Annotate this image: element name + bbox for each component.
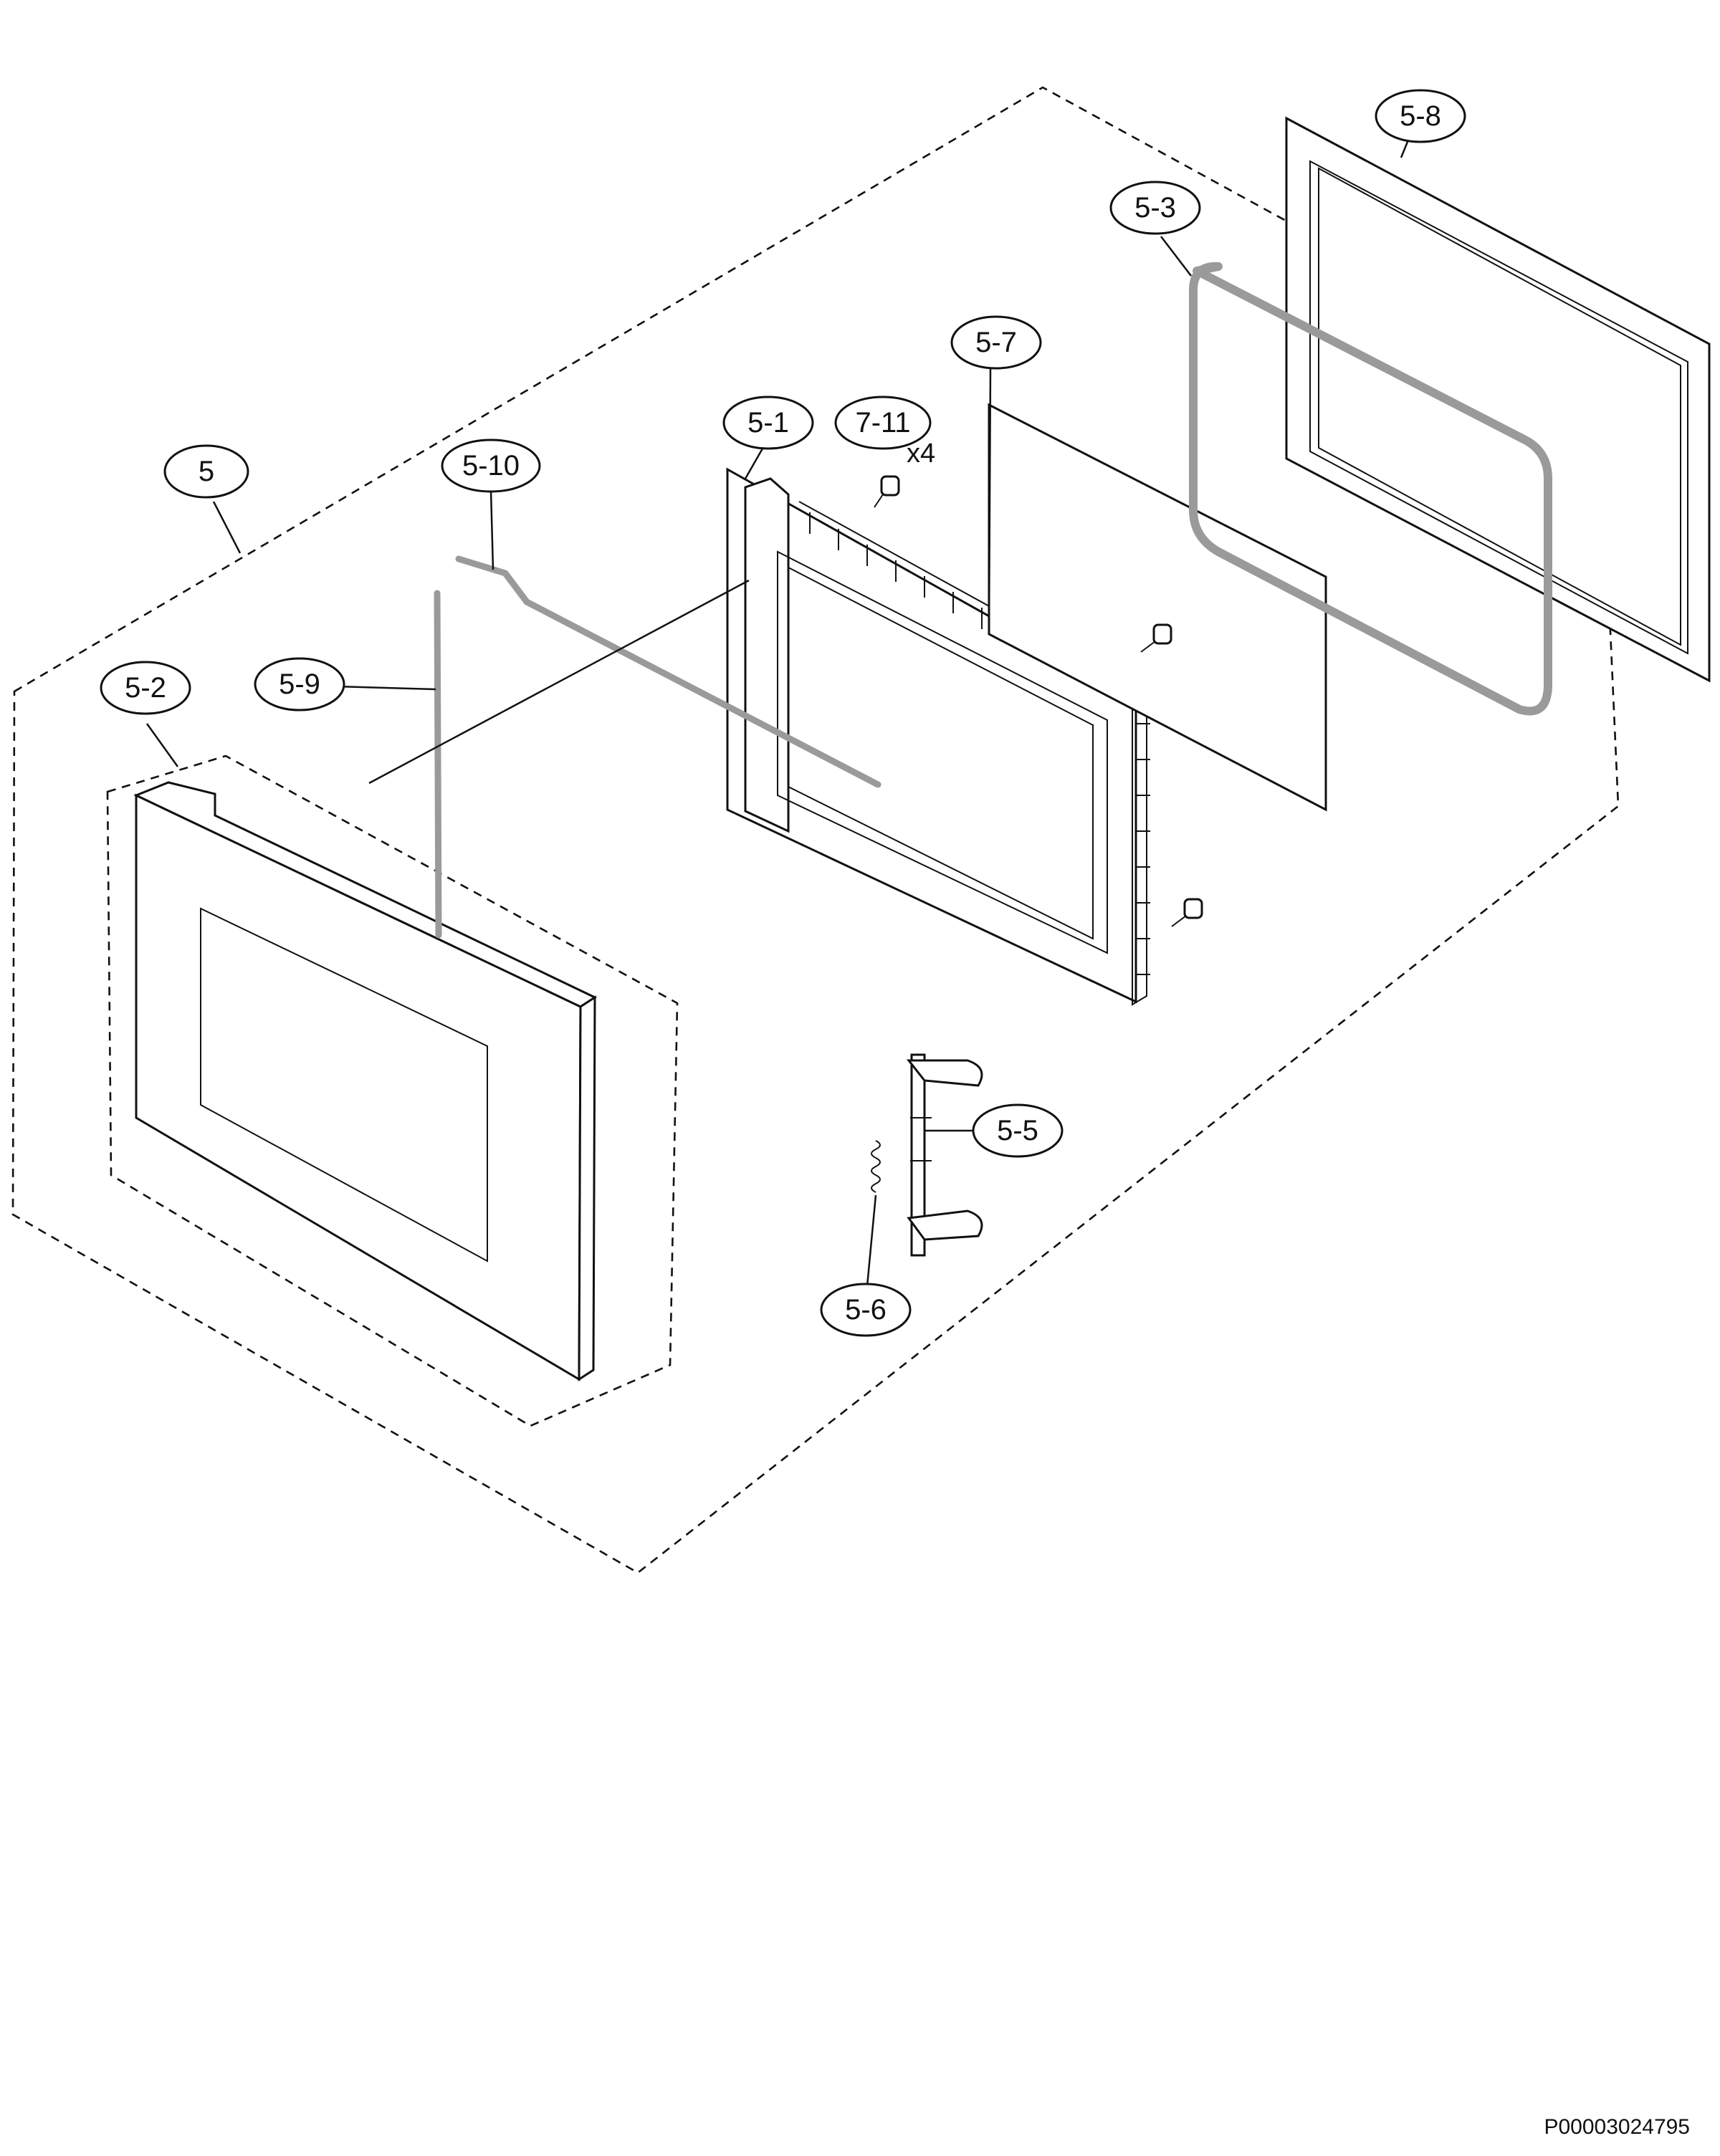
seal-strip-5-10 [455, 555, 882, 788]
svg-text:5-8: 5-8 [1400, 100, 1441, 132]
svg-text:5-5: 5-5 [997, 1115, 1038, 1146]
seal-strip-5-9 [434, 590, 442, 939]
door-frame [726, 467, 1150, 1006]
assembly-5-2-boundary [106, 754, 679, 1427]
leader-5-10 [489, 490, 494, 570]
door-gasket [1189, 262, 1552, 716]
svg-text:5-9: 5-9 [279, 669, 320, 700]
latch-spring [871, 1140, 881, 1193]
leader-5-2 [145, 723, 179, 767]
callout-5-7: 5-7 [950, 315, 1042, 370]
svg-text:5-3: 5-3 [1134, 192, 1176, 224]
screw [874, 475, 900, 508]
screw-quantity-label: x4 [907, 439, 935, 469]
callout-5: 5 [163, 444, 249, 499]
svg-text:5-10: 5-10 [462, 450, 520, 481]
door-latch [906, 1053, 983, 1257]
callout-5-10: 5-10 [441, 439, 541, 493]
leader-5 [212, 501, 242, 554]
svg-text:5-6: 5-6 [845, 1294, 887, 1326]
leader-5-6 [866, 1194, 877, 1287]
screw [1140, 623, 1172, 653]
callout-5-5: 5-5 [972, 1103, 1064, 1158]
screw [1171, 898, 1203, 927]
callout-5-2: 5-2 [100, 661, 191, 715]
leader-5-9 [336, 685, 436, 691]
leader-5-7 [988, 368, 992, 631]
alignment-line [368, 579, 750, 785]
door-outer-panel [133, 781, 598, 1381]
svg-text:5-2: 5-2 [125, 672, 166, 704]
drawing-code: P00003024795 [1544, 2115, 1690, 2139]
svg-text:7-11: 7-11 [855, 407, 910, 439]
leader-5-3 [1160, 236, 1192, 277]
callout-5-9: 5-9 [254, 657, 345, 712]
callout-5-8: 5-8 [1375, 89, 1466, 143]
callout-5-3: 5-3 [1109, 181, 1201, 235]
callout-5-6: 5-6 [820, 1283, 912, 1337]
svg-text:5: 5 [199, 456, 214, 487]
svg-text:5-1: 5-1 [747, 407, 789, 439]
callout-7-11: 7-11 [834, 396, 932, 450]
callout-5-1: 5-1 [722, 396, 814, 450]
assembly-5-boundary [11, 86, 1620, 1574]
inner-door-cover [1285, 116, 1711, 683]
svg-text:5-7: 5-7 [975, 327, 1017, 358]
